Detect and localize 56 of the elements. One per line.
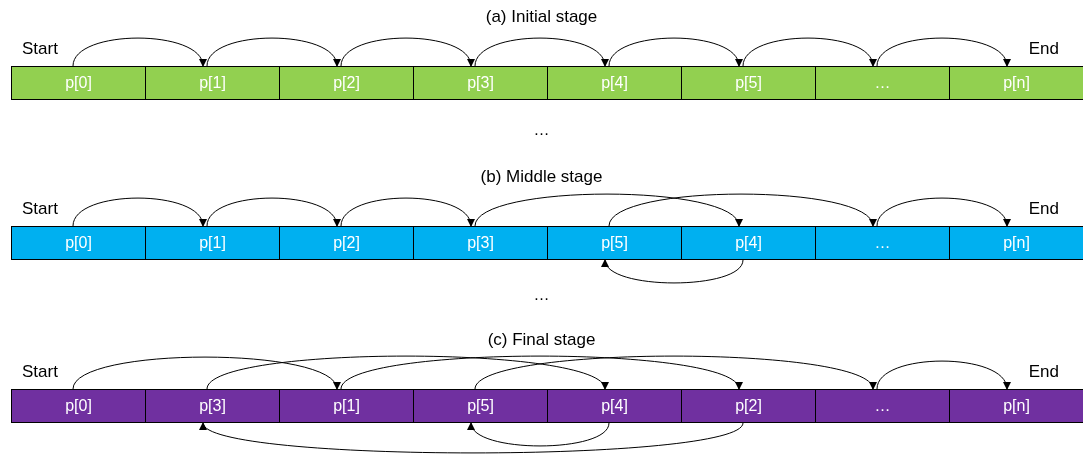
array-cell: p[2] [279,226,414,260]
array-cell: p[5] [681,66,816,100]
arrow [876,360,1009,390]
arrow [202,422,744,454]
array-cell: p[0] [11,66,146,100]
arrow [474,355,874,390]
array-cell: … [815,226,950,260]
beside-label: End [1028,361,1059,383]
arrow [206,197,339,227]
array-cell: p[3] [145,389,280,423]
arrow [876,197,1009,227]
arrow [340,37,473,67]
array-cell: p[n] [949,389,1083,423]
arrow [72,356,338,390]
arrow [72,37,205,67]
array-cell: p[0] [11,226,146,260]
ellipsis-label: … [533,120,550,140]
arrow [72,197,205,227]
array-cell: p[5] [547,226,682,260]
beside-label: Start [22,198,58,220]
arrow [340,197,473,227]
array-cell: p[0] [11,389,146,423]
arrow [206,37,339,67]
array-cell: p[n] [949,226,1083,260]
array-cell: p[1] [279,389,414,423]
array-cell: p[2] [681,389,816,423]
arrow [340,355,740,390]
ellipsis-label: … [533,285,550,305]
array-cell: p[2] [279,66,414,100]
arrow [742,37,875,67]
arrow [603,259,744,284]
array-cell: p[4] [547,66,682,100]
array-cell: … [815,66,950,100]
array-cell: p[4] [547,389,682,423]
array-cell: p[5] [413,389,548,423]
array-cell: p[1] [145,66,280,100]
stage-title: (b) Middle stage [480,166,603,188]
beside-label: End [1028,198,1059,220]
array-cell: … [815,389,950,423]
arrow [608,193,874,227]
beside-label: End [1028,38,1059,60]
array-cell: p[3] [413,226,548,260]
array-cell: p[n] [949,66,1083,100]
beside-label: Start [22,38,58,60]
arrow [474,37,607,67]
array-cell: p[3] [413,66,548,100]
arrow [474,193,740,227]
arrow [876,37,1009,67]
beside-label: Start [22,361,58,383]
arrow [206,355,606,390]
arrow [469,422,610,447]
arrow [608,37,741,67]
stage-title: (a) Initial stage [485,6,598,28]
array-cell: p[1] [145,226,280,260]
stage-title: (c) Final stage [487,329,596,351]
array-cell: p[4] [681,226,816,260]
